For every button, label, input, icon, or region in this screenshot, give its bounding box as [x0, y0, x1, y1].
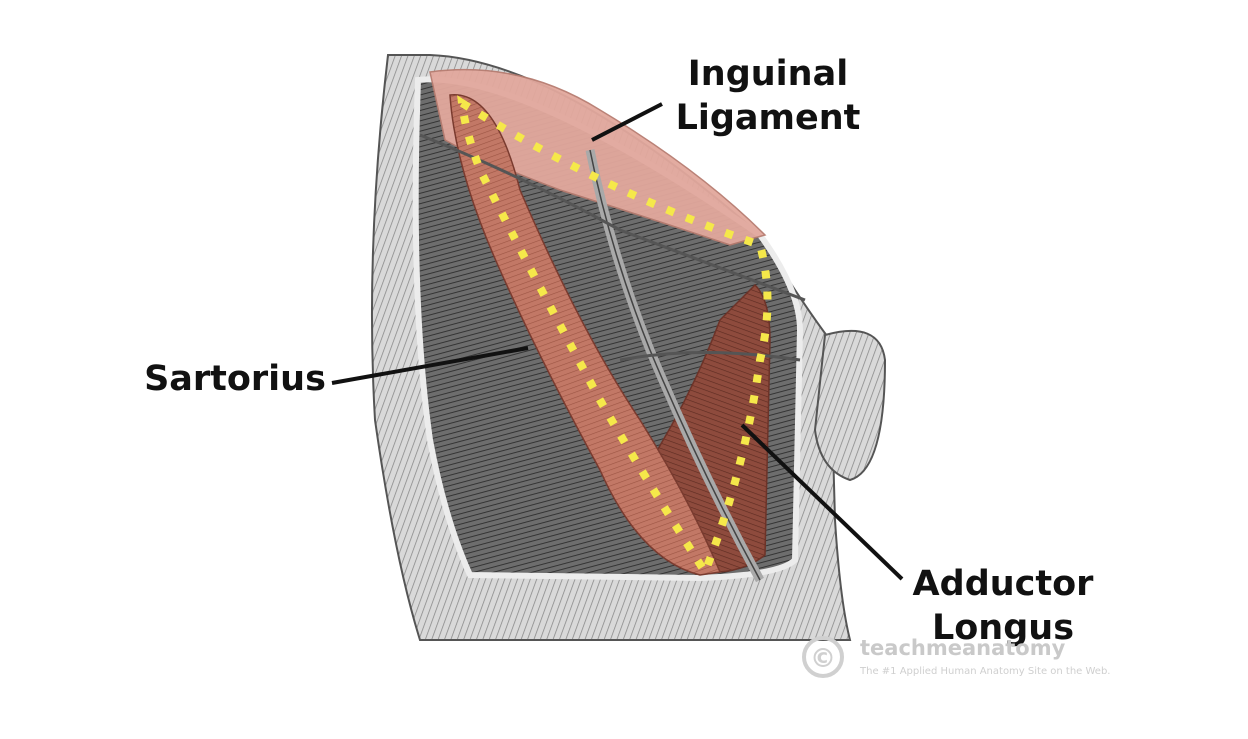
femoral-vessel-outline — [589, 149, 761, 581]
adductor-longus-label: Adductor Longus — [908, 562, 1098, 650]
inguinal-label-line1: Inguinal — [687, 54, 849, 94]
nerve-branch — [419, 133, 806, 302]
sartorius-muscle — [449, 94, 722, 576]
nerve-branch-2 — [619, 351, 801, 362]
sartorius-label: Sartorius — [144, 359, 326, 399]
watermark-brand: teachmeanatomy — [860, 636, 1066, 660]
genital-fold — [813, 329, 887, 482]
inguinal-ligament-label: Inguinal Ligament — [668, 52, 868, 140]
leader-line-adductor — [740, 423, 904, 581]
teachmeanatomy-watermark: teachmeanatomy The #1 Applied Human Anat… — [800, 634, 1120, 684]
adductor-label-line2: Longus — [931, 608, 1075, 648]
femoral-triangle-outline — [457, 95, 772, 581]
inguinal-label-line2: Ligament — [675, 98, 861, 138]
leader-line-inguinal — [591, 102, 663, 142]
leader-line-sartorius — [331, 346, 529, 385]
adductor-label-line1: Adductor — [912, 564, 1094, 604]
copyright-circle — [802, 636, 844, 678]
watermark-tagline: The #1 Applied Human Anatomy Site on the… — [860, 666, 1111, 677]
copyright-glyph: © — [810, 644, 836, 674]
inguinal-ligament — [429, 68, 767, 246]
